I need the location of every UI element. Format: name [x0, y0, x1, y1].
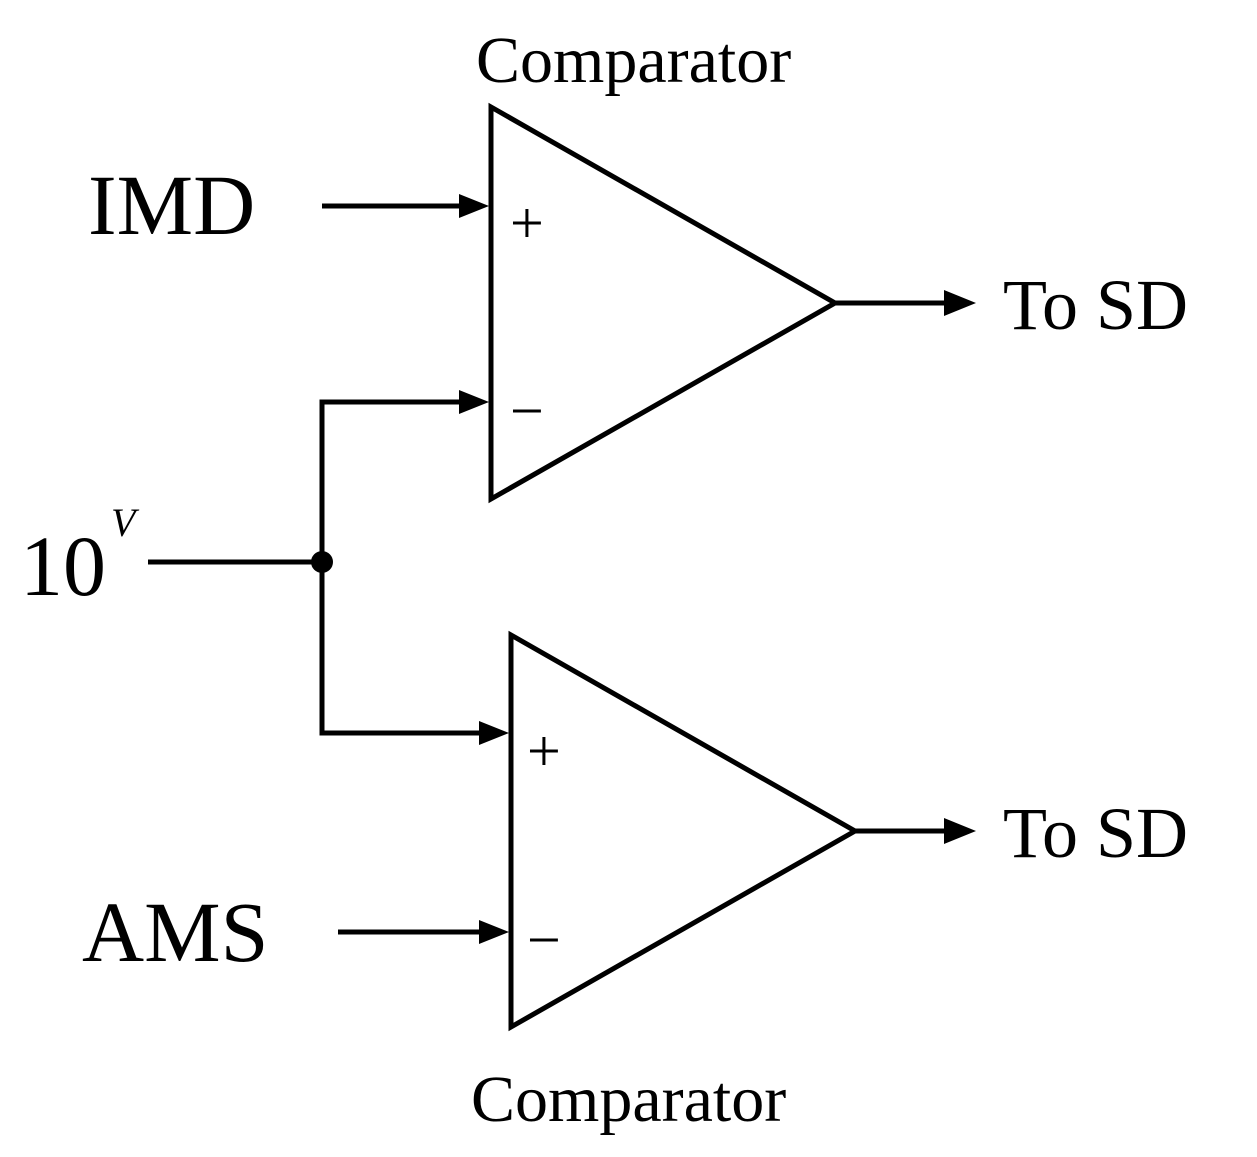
bottom-output-arrow [944, 818, 976, 844]
top-comparator-minus-symbol: − [510, 378, 544, 444]
reference-voltage-unit: V [111, 500, 140, 545]
bottom-comparator-title: Comparator [471, 1063, 786, 1136]
reference-to-top-minus-arrow [459, 390, 489, 414]
bottom-comparator-minus-symbol: − [527, 907, 561, 973]
reference-to-top-minus-wire [319, 399, 462, 562]
top-output-arrow [944, 290, 976, 316]
top-output-label: To SD [1003, 265, 1188, 345]
top-comparator-title: Comparator [476, 24, 791, 97]
reference-to-bottom-plus-wire [319, 562, 482, 736]
reference-voltage-value: 10 [20, 518, 106, 614]
top-comparator-plus-symbol: + [510, 190, 544, 256]
top-comparator-triangle [488, 102, 841, 504]
bottom-comparator-plus-symbol: + [527, 718, 561, 784]
reference-to-bottom-plus-arrow [479, 721, 509, 745]
imd-input-label: IMD [88, 157, 255, 253]
bottom-output-label: To SD [1003, 793, 1188, 873]
ams-input-label: AMS [82, 884, 268, 980]
bottom-comparator-triangle [508, 630, 861, 1032]
ams-input-arrow [479, 920, 509, 944]
imd-input-arrow [459, 194, 489, 218]
